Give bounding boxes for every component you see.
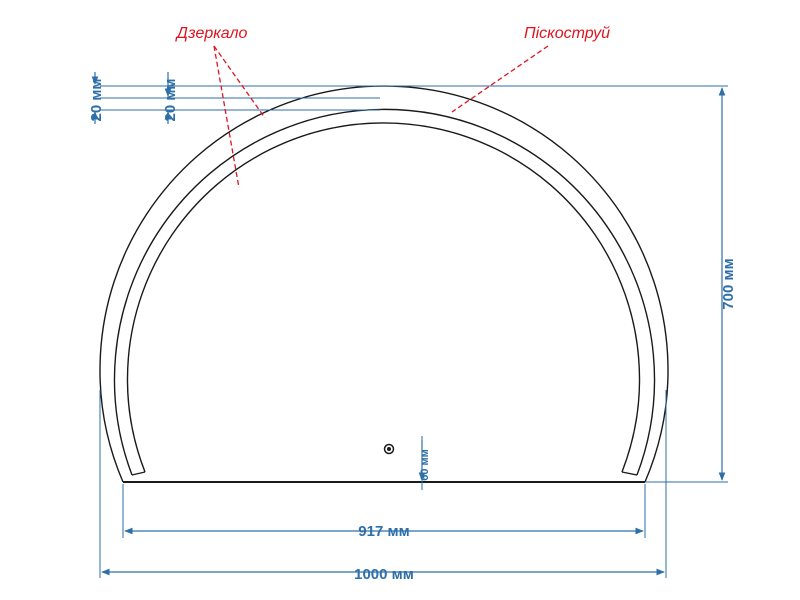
band-right-end [621, 471, 638, 476]
dim-label-917: 917 мм [358, 523, 409, 540]
dim-label-1000: 1000 мм [354, 566, 414, 583]
label-sandblast: Піскоструй [524, 25, 610, 42]
dimension-lines [91, 72, 726, 576]
annotation-leaders [213, 45, 549, 189]
extension-lines [99, 85, 728, 578]
outer-arc [99, 85, 669, 483]
band-left-end [131, 471, 146, 476]
dim-label-20-left: 20 мм [88, 78, 105, 121]
touch-sensor [383, 443, 395, 455]
mirror-shape [99, 85, 669, 483]
dim-label-20-right: 20 мм [162, 78, 179, 121]
dim-label-700: 700 мм [720, 258, 737, 309]
label-mirror: Дзеркало [175, 25, 248, 42]
band-outer-arc [113, 108, 656, 476]
band-inner-arc [126, 122, 641, 473]
dim-label-60: 60 мм [419, 449, 431, 481]
